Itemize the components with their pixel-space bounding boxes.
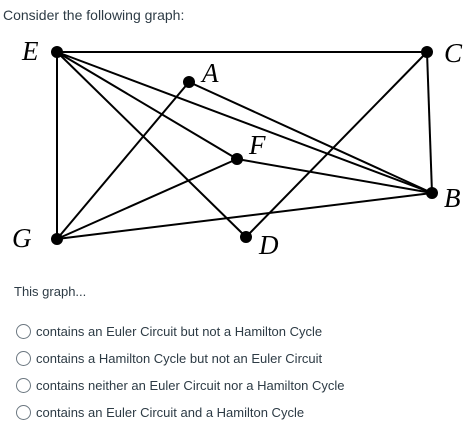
vertex-label-E: E bbox=[21, 36, 39, 66]
vertex-C bbox=[421, 46, 433, 58]
vertex-D bbox=[240, 231, 252, 243]
edge-A-G bbox=[56, 81, 190, 240]
answer-option-label: contains an Euler Circuit but not a Hami… bbox=[36, 324, 323, 339]
answer-option-3[interactable]: contains neither an Euler Circuit nor a … bbox=[16, 372, 345, 399]
answer-option-2[interactable]: contains a Hamilton Cycle but not an Eul… bbox=[16, 345, 345, 372]
answer-option-1[interactable]: contains an Euler Circuit but not a Hami… bbox=[16, 318, 345, 345]
answer-option-4[interactable]: contains an Euler Circuit and a Hamilton… bbox=[16, 399, 345, 426]
vertex-label-D: D bbox=[258, 230, 279, 260]
vertex-B bbox=[426, 187, 438, 199]
edge-E-F bbox=[56, 51, 238, 160]
edge-C-D bbox=[245, 51, 428, 238]
edge-F-G bbox=[56, 158, 238, 240]
radio-button-icon[interactable] bbox=[16, 378, 31, 393]
vertex-label-F: F bbox=[248, 130, 266, 160]
radio-button-icon[interactable] bbox=[16, 405, 31, 420]
graph-labels: E A C F B G D bbox=[12, 36, 463, 260]
radio-button-icon[interactable] bbox=[16, 351, 31, 366]
vertex-F bbox=[231, 153, 243, 165]
vertex-E bbox=[51, 46, 63, 58]
vertex-label-C: C bbox=[444, 38, 463, 68]
graph-vertices bbox=[51, 46, 438, 245]
vertex-label-A: A bbox=[200, 58, 219, 88]
edge-E-D bbox=[56, 51, 247, 238]
graph-figure: E A C F B G D bbox=[12, 36, 463, 260]
radio-button-icon[interactable] bbox=[16, 324, 31, 339]
graph-edges bbox=[56, 51, 433, 240]
edge-F-B bbox=[236, 158, 433, 194]
edge-C-B bbox=[426, 51, 433, 194]
vertex-label-B: B bbox=[444, 183, 461, 213]
vertex-G bbox=[51, 233, 63, 245]
question-prompt: Consider the following graph: bbox=[3, 7, 185, 23]
question-subprompt: This graph... bbox=[14, 284, 87, 299]
edge-A-B bbox=[188, 81, 433, 194]
vertex-A bbox=[183, 76, 195, 88]
answer-option-label: contains neither an Euler Circuit nor a … bbox=[36, 378, 345, 393]
vertex-label-G: G bbox=[12, 223, 32, 253]
edge-E-B bbox=[56, 51, 433, 194]
answer-option-label: contains an Euler Circuit and a Hamilton… bbox=[36, 405, 305, 420]
answer-option-label: contains a Hamilton Cycle but not an Eul… bbox=[36, 351, 323, 366]
answer-options: contains an Euler Circuit but not a Hami… bbox=[16, 318, 345, 426]
edge-G-B bbox=[56, 192, 433, 240]
